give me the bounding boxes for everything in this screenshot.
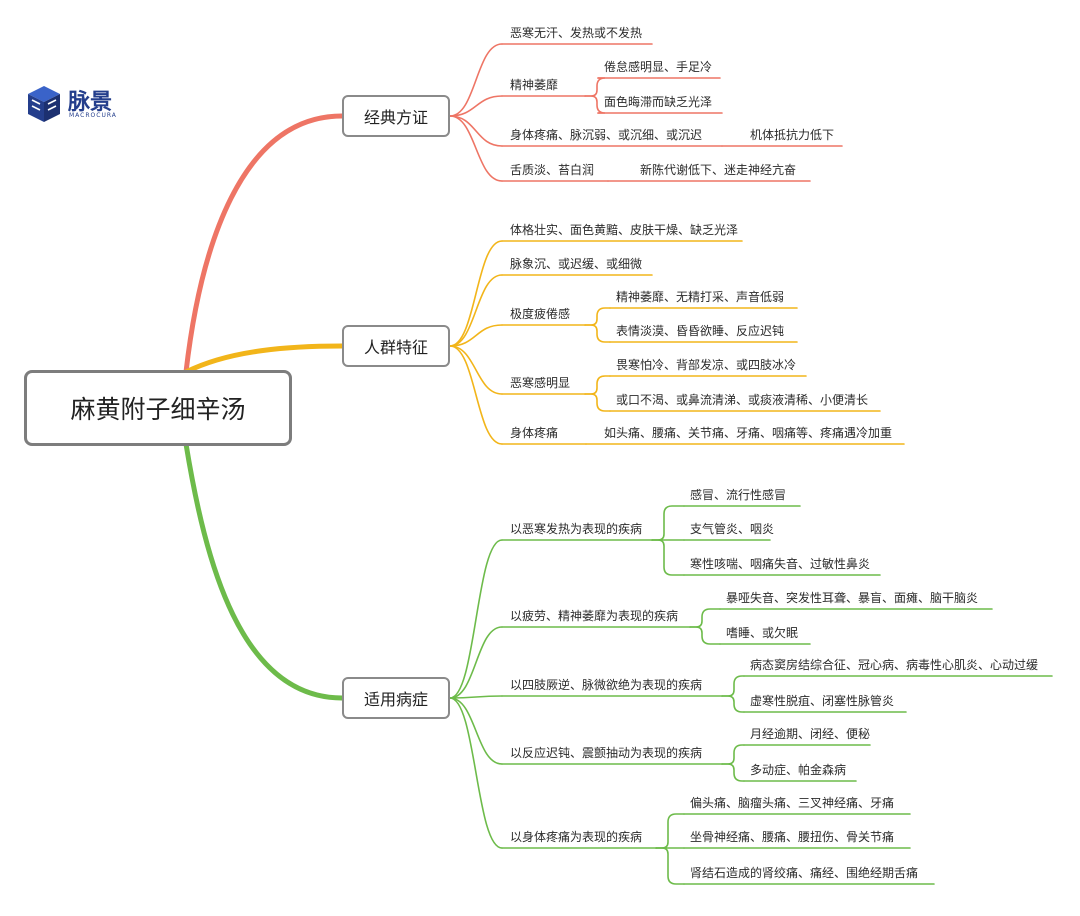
child-label: 感冒、流行性感冒 (690, 488, 787, 502)
child-label: 表情淡漠、昏昏欲睡、反应迟钝 (616, 324, 785, 338)
branch-link-1-3 (449, 345, 503, 395)
category-node-2: 适用病症 (342, 677, 450, 719)
child-label: 或口不渴、或鼻流清涕、或痰液清稀、小便清长 (616, 393, 869, 407)
item-note: 如头痛、腰痛、关节痛、牙痛、咽痛等、疼痛遇冷加重 (604, 426, 893, 440)
child-label: 寒性咳喘、咽痛失音、过敏性鼻炎 (690, 557, 871, 571)
child-label: 偏头痛、脑瘤头痛、三叉神经痛、牙痛 (690, 796, 895, 810)
child-link-1-2-0 (584, 307, 611, 326)
child-link-2-0-2 (651, 539, 685, 576)
child-label: 多动症、帕金森病 (750, 763, 847, 777)
item-label: 以反应迟钝、震颤抽动为表现的疾病 (510, 746, 703, 760)
child-label: 坐骨神经痛、腰痛、腰扭伤、骨关节痛 (690, 830, 895, 844)
root-node: 麻黄附子细辛汤 (24, 370, 292, 446)
child-link-2-2-0 (721, 675, 745, 697)
branch-link-1-1 (449, 274, 503, 347)
child-link-2-4-2 (655, 847, 685, 885)
child-link-2-0-0 (651, 505, 685, 541)
item-label: 极度疲倦感 (510, 307, 571, 321)
category-label: 经典方证 (363, 108, 428, 127)
child-label: 畏寒怕冷、背部发凉、或四肢冰冷 (616, 358, 797, 372)
item-label: 以恶寒发热为表现的疾病 (510, 522, 643, 536)
child-label: 虚寒性脱疽、闭塞性脉管炎 (750, 694, 895, 708)
brand-name: 脉景 (68, 90, 113, 115)
category-node-0: 经典方证 (342, 95, 450, 137)
child-label: 支气管炎、咽炎 (690, 522, 775, 536)
item-note: 机体抵抗力低下 (750, 128, 835, 142)
branch-link-1-2 (449, 324, 503, 347)
child-link-0-1-1 (584, 95, 606, 114)
item-label: 精神萎靡 (510, 78, 559, 92)
child-link-0-1-0 (584, 77, 606, 97)
child-link-2-4-0 (655, 813, 685, 849)
branch-link-0-2 (449, 115, 503, 147)
item-label: 以身体疼痛为表现的疾病 (510, 830, 643, 844)
item-label: 脉象沉、或迟缓、或细微 (510, 257, 643, 271)
category-label: 人群特征 (363, 338, 428, 357)
child-link-2-3-1 (721, 763, 745, 782)
cube-logo-icon (28, 86, 60, 122)
category-node-1: 人群特征 (342, 325, 450, 367)
item-label: 恶寒无汗、发热或不发热 (510, 26, 643, 40)
child-label: 病态窦房结综合征、冠心病、病毒性心肌炎、心动过缓 (750, 658, 1039, 672)
child-label: 精神萎靡、无精打采、声音低弱 (616, 290, 785, 304)
child-label: 肾结石造成的肾绞痛、痛经、围绝经期舌痛 (690, 866, 919, 880)
root-link-population (183, 343, 345, 375)
brand-subtitle: MACROCURA (69, 112, 117, 119)
brand-logo: 脉景 MACROCURA (26, 80, 146, 128)
item-label: 舌质淡、苔白润 (510, 163, 595, 177)
child-label: 倦怠感明显、手足冷 (604, 60, 713, 74)
item-label: 身体疼痛 (510, 426, 559, 440)
child-link-1-3-1 (584, 393, 611, 412)
item-note: 新陈代谢低下、迷走神经亢奋 (640, 163, 797, 177)
branch-link-1-4 (449, 345, 503, 445)
branch-link-0-3 (449, 115, 503, 182)
root-link-classic (183, 113, 345, 375)
branch-link-0-1 (449, 95, 503, 117)
child-link-1-3-0 (584, 375, 611, 395)
branch-link-2-0 (449, 539, 503, 699)
child-link-2-1-1 (689, 626, 721, 645)
child-label: 嗜睡、或欠眠 (726, 626, 799, 640)
child-link-2-2-1 (721, 695, 745, 713)
child-link-2-1-0 (689, 608, 721, 628)
item-label: 身体疼痛、脉沉弱、或沉细、或沉迟 (510, 128, 703, 142)
child-label: 面色晦滞而缺乏光泽 (604, 95, 713, 109)
root-label: 麻黄附子细辛汤 (70, 395, 246, 424)
branch-link-2-4 (449, 697, 503, 849)
child-link-2-3-0 (721, 744, 745, 765)
branch-link-1-0 (449, 240, 503, 347)
item-label: 恶寒感明显 (510, 376, 571, 390)
child-label: 月经逾期、闭经、便秘 (750, 727, 871, 741)
child-link-1-2-1 (584, 324, 611, 343)
branch-link-0-0 (449, 43, 503, 117)
item-label: 体格壮实、面色黄黯、皮肤干燥、缺乏光泽 (510, 223, 739, 237)
item-label: 以四肢厥逆、脉微欲绝为表现的疾病 (510, 678, 703, 692)
item-label: 以疲劳、精神萎靡为表现的疾病 (510, 609, 679, 623)
branch-link-2-2 (449, 695, 503, 699)
child-label: 暴哑失音、突发性耳聋、暴盲、面瘫、脑干脑炎 (726, 591, 979, 605)
branch-link-2-3 (449, 697, 503, 765)
branch-link-2-1 (449, 626, 503, 699)
category-label: 适用病症 (363, 690, 428, 709)
root-link-disease (183, 441, 345, 701)
